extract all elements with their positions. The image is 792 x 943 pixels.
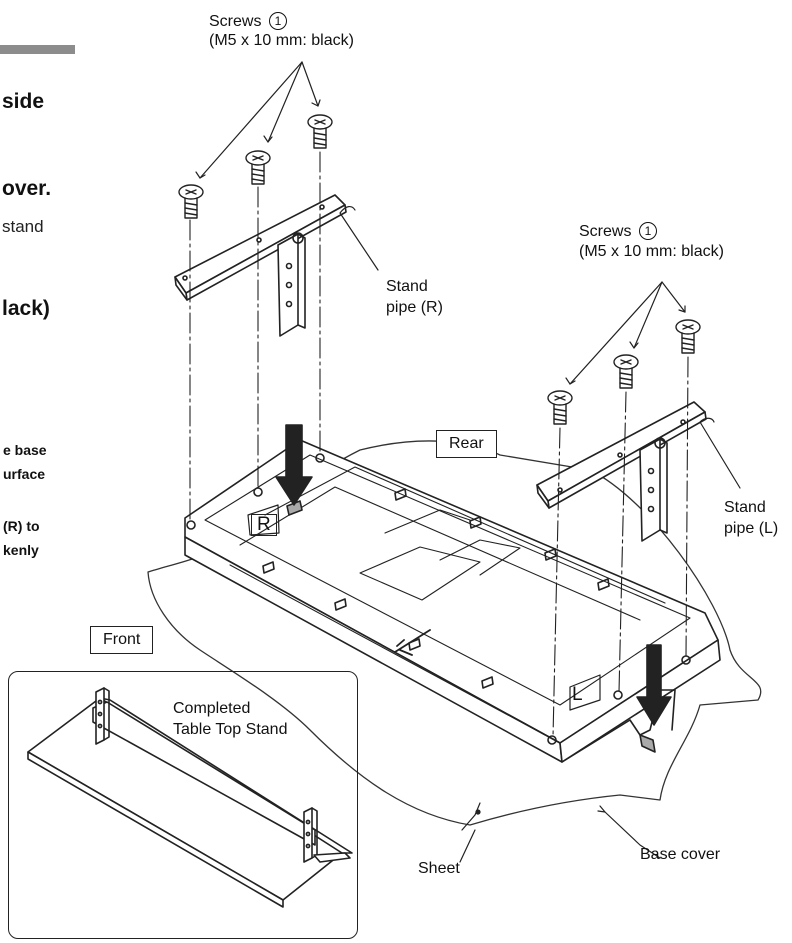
base-mark-r: R: [251, 514, 277, 536]
screws-label: Screws: [579, 223, 632, 240]
stand-pipe-r: [174, 194, 347, 337]
screws-spec-top: (M5 x 10 mm: black): [209, 32, 354, 49]
completed-stand-inset: [8, 671, 358, 939]
left-text-line: stand: [2, 217, 44, 236]
down-arrow-l: [636, 644, 672, 726]
protective-sheet: [147, 440, 762, 826]
stand-pipe-l: [536, 401, 707, 542]
down-arrow-r: [275, 424, 313, 506]
stand-pipe-l-label-2: pipe (L): [724, 520, 779, 537]
completed-label-2: Table Top Stand: [173, 721, 288, 738]
rear-label: Rear: [436, 430, 497, 458]
screws-callout-right: Screws 1: [579, 222, 657, 241]
left-note-line: e base: [3, 442, 47, 458]
alignment-guides: [189, 151, 689, 738]
left-note-line: kenly: [3, 542, 39, 558]
stand-pipe-r-label: Stand: [386, 278, 428, 295]
screw-icon-group-r: [178, 114, 333, 219]
base-cover-label: Base cover: [640, 846, 721, 863]
left-text-line: lack): [2, 297, 50, 320]
left-note-line: urface: [3, 466, 46, 482]
stand-pipe-r-label-2: pipe (R): [386, 299, 443, 316]
part-number-badge: 1: [268, 12, 287, 30]
leader-lines: [195, 61, 741, 863]
screws-label: Screws: [209, 13, 262, 30]
sheet-label: Sheet: [418, 860, 460, 877]
screws-spec-right: (M5 x 10 mm: black): [579, 243, 724, 260]
base-mark-l: L: [572, 684, 583, 705]
completed-stand-illustration: [27, 687, 353, 908]
left-text-line: side: [2, 90, 45, 113]
completed-label: Completed: [173, 700, 251, 717]
screw-icon-group-l: [547, 319, 701, 425]
screws-callout-top: Screws 1: [209, 12, 287, 31]
left-text-line: over.: [2, 177, 52, 200]
part-number-badge: 1: [638, 222, 657, 240]
front-label: Front: [90, 626, 154, 654]
stand-pipe-l-label: Stand: [724, 499, 766, 516]
section-divider: [0, 45, 75, 54]
base-cover: [184, 439, 721, 763]
left-note-line: (R) to: [3, 518, 40, 534]
